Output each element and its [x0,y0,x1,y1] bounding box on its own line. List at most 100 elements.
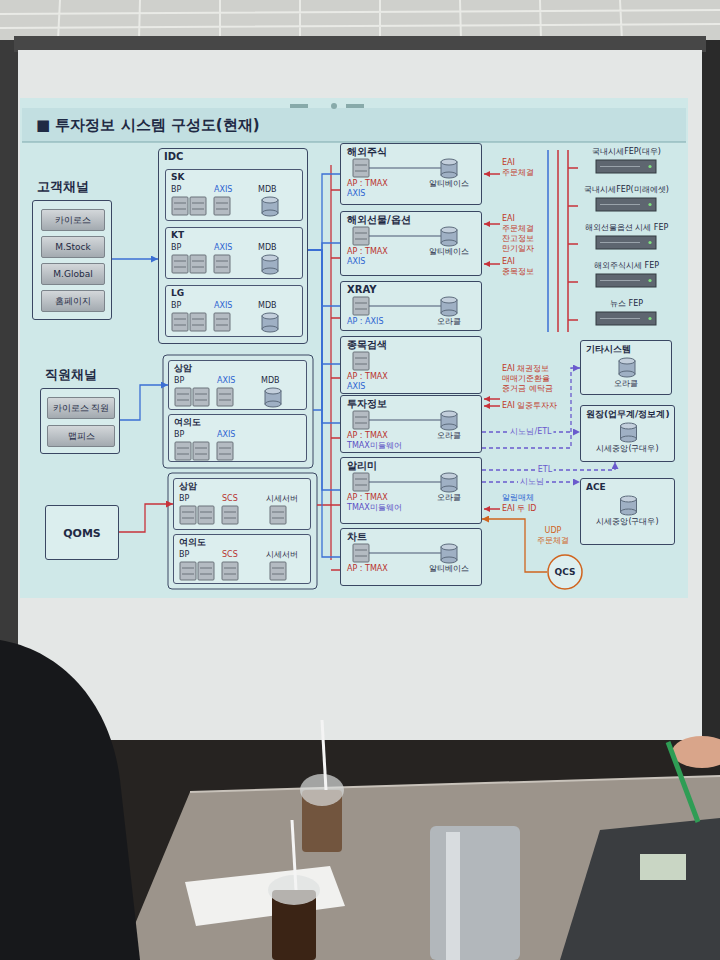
rack-slot [600,280,640,281]
qcs-circle: QCS [547,554,583,590]
component-caption: SCS [222,494,238,504]
database-top [441,297,457,303]
component-caption: AP : TMAX [347,564,388,574]
component-caption: BP [179,494,189,504]
node-icons [166,228,302,278]
eai-arrow [484,224,500,225]
component-caption: TMAX미들웨어 [347,503,402,513]
component-caption: BP [171,243,181,253]
server-slot [200,568,212,574]
rack-light [648,317,651,320]
server-icon [172,313,188,331]
channel-item: M.Stock [41,236,105,258]
server-icon [190,313,206,331]
database-base [441,172,457,178]
group-outline [163,355,313,468]
server-icon [270,562,286,580]
server-slot [216,203,228,209]
external-heading: 원장(업무계/정보계) [586,409,670,420]
server-slot [219,394,231,400]
system-heading: 차트 [347,531,367,543]
server-slot [192,319,204,325]
system-box: 해외선물/옵션AP : TMAXAXIS알티베이스 [340,211,482,276]
table-edge [190,776,720,792]
rack-icon [596,236,656,249]
group-heading: IDC [164,151,183,163]
server-icon [175,388,191,406]
annotation-label: EAI 종목정보 [502,257,542,277]
annotation-label: EAI 일중투자자 [502,401,557,411]
site-box: 상암BPSCS시세서버 [173,478,311,530]
component-caption: AXIS [347,382,365,392]
server-icon [198,506,214,524]
channel-item: 카이로스 [41,209,105,231]
external-system: ACE시세중앙(구대우) [580,478,675,545]
external-heading: 기타시스템 [586,344,631,355]
fep-label: 뉴스 FEP [610,299,643,309]
component-caption: 시세서버 [266,494,298,504]
system-heading: 투자정보 [347,398,387,410]
server-icon [193,442,209,460]
eai-arrow [484,399,500,400]
component-caption: AXIS [214,243,232,253]
server-slot [272,568,284,574]
fep-label: 해외선물옵션 시세 FEP [585,223,669,233]
eai-arrow [484,509,500,510]
component-caption: AXIS [347,189,365,199]
database-top [262,197,278,203]
node-icons [166,170,302,220]
component-caption: MDB [258,243,277,253]
annotation-label: 알림매체 [502,493,534,503]
fep-bus [558,150,578,332]
server-slot [192,203,204,209]
table [120,776,720,960]
circle-outline [548,555,582,589]
qoms-label: QOMS [63,526,101,539]
server-slot [177,394,189,400]
connector [308,250,340,306]
external-system: 원장(업무계/정보계)시세중앙(구대우) [580,405,675,462]
slide-ground [20,98,688,598]
component-caption: BP [174,376,184,386]
server-slot [355,417,367,423]
server-icon [198,562,214,580]
ceiling-grid [0,0,720,40]
fep-rack: 뉴스 FEP [578,298,675,330]
server-icon [172,255,188,273]
item-label: M.Stock [55,242,91,253]
database-top [441,411,457,417]
site-heading: 여의도 [174,417,201,428]
eai-arrows [484,174,500,509]
connector [308,250,340,423]
rack-icon [596,312,656,325]
server-slot [224,512,236,518]
component-caption: AP : AXIS [347,317,383,327]
database-top [262,313,278,319]
component-caption: AP : TMAX [347,179,388,189]
database-caption: 오라클 [437,493,461,503]
bus-wire [317,165,340,570]
server-icon [222,562,238,580]
site-heading: SK [171,172,184,183]
database-base [262,210,278,216]
system-heading: 해외선물/옵션 [347,214,411,226]
channel-heading: 직원채널 [45,367,97,383]
edge-label: 시노님 [518,477,546,487]
component-caption: AP : TMAX [347,493,388,503]
channel-item: M.Global [41,263,105,285]
server-icon [214,255,230,273]
external-heading: ACE [586,482,606,493]
hand [672,736,720,768]
database-top [265,388,281,394]
ceiling [0,0,720,40]
rack-slot [600,166,640,167]
pen [668,742,698,822]
component-caption: MDB [261,376,280,386]
server-icon [222,506,238,524]
notebook [185,866,345,926]
edge-label: UDP 주문체결 [528,526,578,546]
server-icon [217,442,233,460]
fep-bus [547,150,549,332]
server-icon [353,544,369,562]
cup-lid [300,774,344,806]
